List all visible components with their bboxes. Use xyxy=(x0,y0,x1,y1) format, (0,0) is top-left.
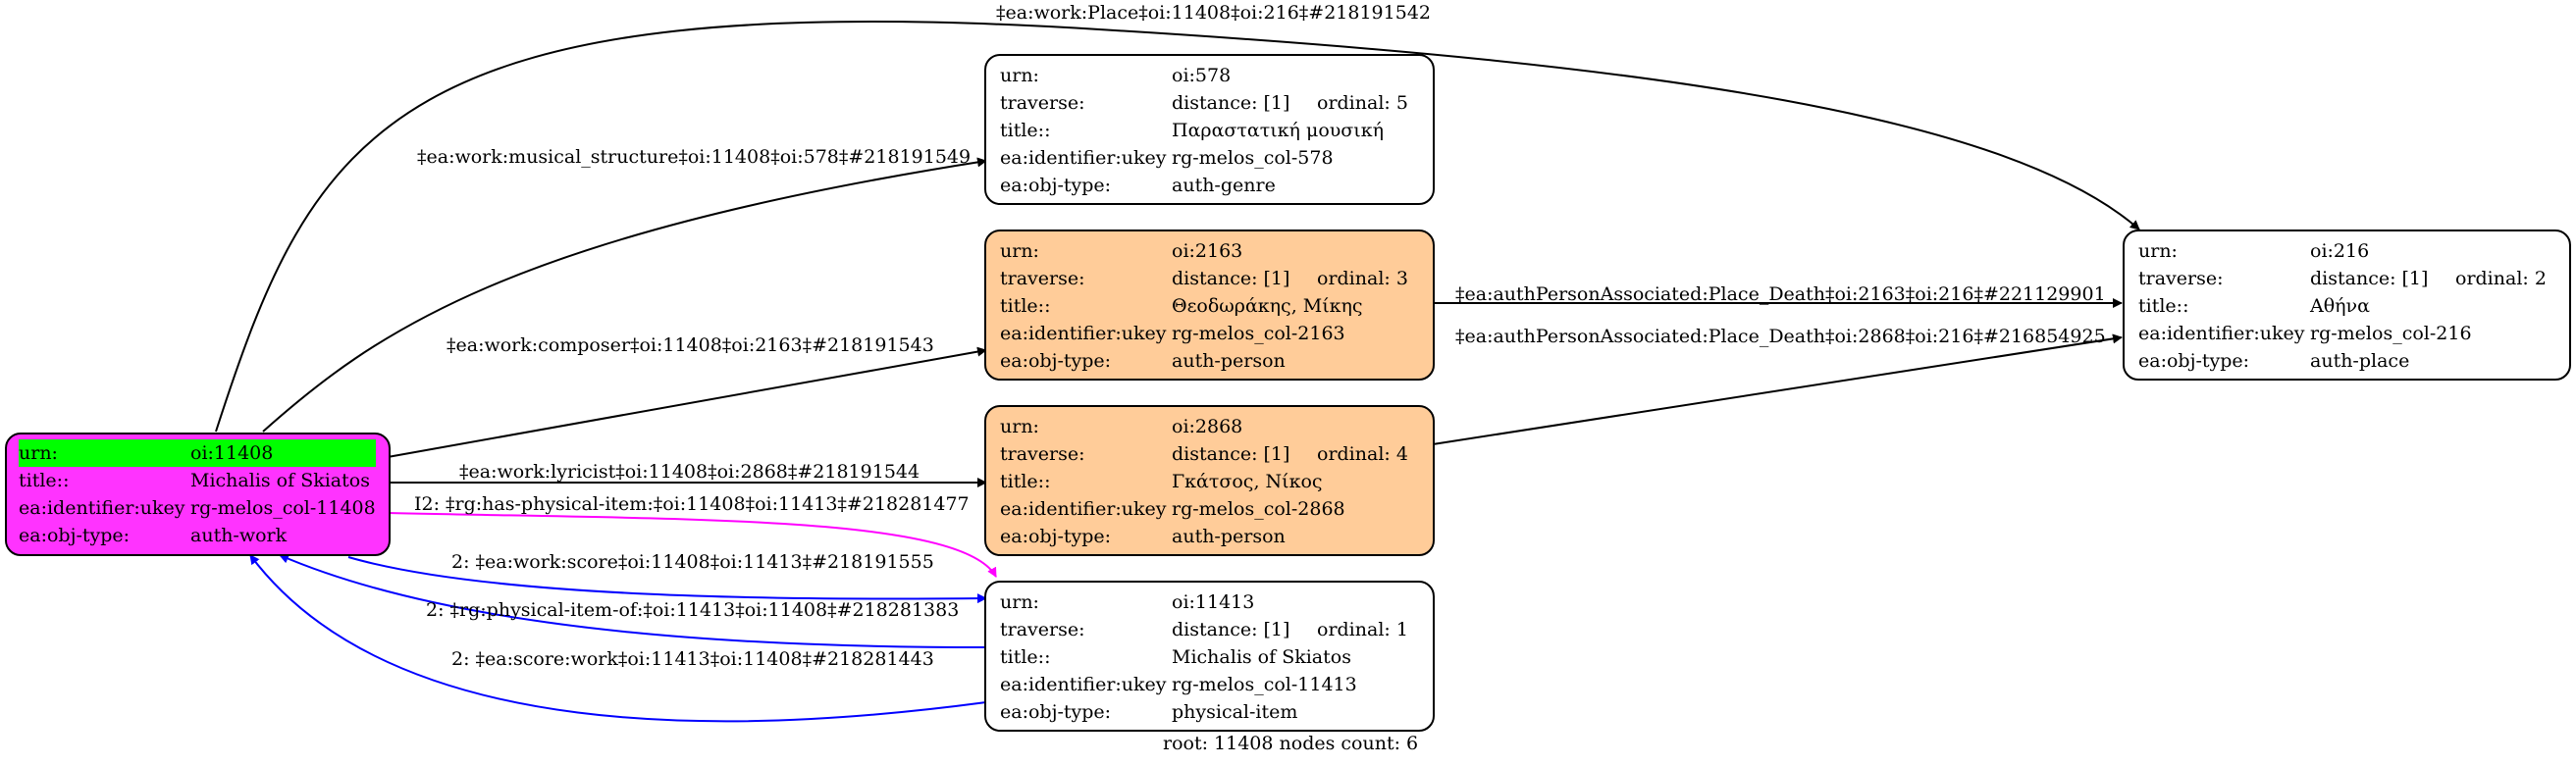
edge-label-score-work: 2: ‡ea:score:work‡oi:11413‡oi:11408‡#218… xyxy=(451,648,934,670)
edge-label-composer: ‡ea:work:composer‡oi:11408‡oi:2163‡#2181… xyxy=(447,334,934,356)
edge-label-place: ‡ea:work:Place‡oi:11408‡oi:216‡#21819154… xyxy=(996,2,1432,24)
field-key: urn: xyxy=(1000,416,1039,437)
distance-value: distance: [1] xyxy=(1172,268,1290,289)
field-value: auth-person xyxy=(1172,526,1286,547)
field-value: Παραστατική μουσική xyxy=(1172,120,1384,141)
field-value: auth-work xyxy=(190,525,288,546)
distance-value: distance: [1] xyxy=(1172,92,1290,114)
node-table: urn: oi:11413 traverse: distance: [1] ordin… xyxy=(1000,588,1408,726)
edge-composer xyxy=(387,346,987,458)
edge-label-place-death-2868: ‡ea:authPersonAssociated:Place_Death‡oi:… xyxy=(1455,326,2106,347)
field-key: title:: xyxy=(1000,295,1051,317)
field-value: rg-melos_col-11413 xyxy=(1172,674,1357,695)
node-table: urn: oi:578 traverse: distance: [1] ordinal… xyxy=(1000,62,1408,199)
edge-label-place-death-2163: ‡ea:authPersonAssociated:Place_Death‡oi:… xyxy=(1455,283,2106,305)
field-value: rg-melos_col-11408 xyxy=(190,497,376,519)
field-value: rg-melos_col-216 xyxy=(2310,323,2472,344)
field-value: oi:11408 xyxy=(190,439,376,467)
node-oi-11408[interactable]: urn:oi:11408 title::Michalis of Skiatos … xyxy=(5,433,391,556)
edge-has-physical-item xyxy=(387,512,997,578)
node-table: urn: oi:2868 traverse: distance: [1] ordina… xyxy=(1000,413,1408,550)
field-key: traverse: xyxy=(1000,268,1085,289)
field-value: Θεοδωράκης, Μίκης xyxy=(1172,295,1363,317)
field-key: traverse: xyxy=(2138,268,2224,289)
field-value: auth-person xyxy=(1172,350,1286,372)
edge-label-score: 2: ‡ea:work:score‡oi:11408‡oi:11413‡#218… xyxy=(451,551,934,573)
field-value: auth-place xyxy=(2310,350,2410,372)
field-key: ea:obj-type: xyxy=(1000,350,1112,372)
field-key: title:: xyxy=(1000,120,1051,141)
ordinal-value: ordinal: 3 xyxy=(1317,268,1408,289)
node-table: urn: oi:216 traverse: distance: [1] ordinal… xyxy=(2138,237,2547,375)
edge-label-lyricist: ‡ea:work:lyricist‡oi:11408‡oi:2868‡#2181… xyxy=(459,461,920,483)
node-oi-216[interactable]: urn: oi:216 traverse: distance: [1] ordinal… xyxy=(2123,230,2571,381)
field-value: Michalis of Skiatos xyxy=(190,470,370,491)
field-value: rg-melos_col-578 xyxy=(1172,147,1334,169)
field-key: title:: xyxy=(2138,295,2189,317)
ordinal-value: ordinal: 1 xyxy=(1317,619,1408,640)
field-key: ea:identifier:ukey xyxy=(19,497,185,519)
node-oi-11413[interactable]: urn: oi:11413 traverse: distance: [1] ordin… xyxy=(984,581,1435,732)
edge-label-has-physical-item: I2: ‡rg:has-physical-item:‡oi:11408‡oi:1… xyxy=(414,493,970,515)
distance-value: distance: [1] xyxy=(2310,268,2429,289)
node-oi-578[interactable]: urn: oi:578 traverse: distance: [1] ordinal… xyxy=(984,54,1435,205)
edge-physical-item-of xyxy=(279,553,987,648)
field-key: urn: xyxy=(1000,65,1039,86)
node-oi-2163[interactable]: urn: oi:2163 traverse: distance: [1] ordina… xyxy=(984,230,1435,381)
field-key: ea:obj-type: xyxy=(1000,701,1112,723)
field-key: ea:obj-type: xyxy=(19,525,131,546)
field-key: ea:identifier:ukey xyxy=(1000,498,1167,520)
field-value: Αθήνα xyxy=(2310,295,2370,317)
field-key: ea:identifier:ukey xyxy=(1000,147,1167,169)
distance-value: distance: [1] xyxy=(1172,443,1290,465)
field-key: traverse: xyxy=(1000,619,1085,640)
field-key: ea:identifier:ukey xyxy=(1000,323,1167,344)
graph-footer: root: 11408 nodes count: 6 xyxy=(1163,733,1419,754)
field-value: oi:11413 xyxy=(1172,591,1255,613)
distance-value: distance: [1] xyxy=(1172,619,1290,640)
edge-label-physical-item-of: 2: ‡rg:physical-item-of:‡oi:11413‡oi:114… xyxy=(426,599,960,621)
ordinal-value: ordinal: 4 xyxy=(1317,443,1408,465)
field-key: traverse: xyxy=(1000,92,1085,114)
field-value: oi:216 xyxy=(2310,240,2370,262)
node-oi-2868[interactable]: urn: oi:2868 traverse: distance: [1] ordina… xyxy=(984,405,1435,556)
edge-place xyxy=(215,20,2140,433)
field-key: urn: xyxy=(2138,240,2178,262)
field-key: traverse: xyxy=(1000,443,1085,465)
ordinal-value: ordinal: 2 xyxy=(2455,268,2547,289)
field-key: title:: xyxy=(1000,471,1051,492)
edge-place-death-2868 xyxy=(1432,333,2123,445)
field-value: oi:2868 xyxy=(1172,416,1243,437)
field-key: ea:obj-type: xyxy=(1000,526,1112,547)
field-value: rg-melos_col-2868 xyxy=(1172,498,1345,520)
field-value: rg-melos_col-2163 xyxy=(1172,323,1345,344)
edge-label-musical-structure: ‡ea:work:musical_structure‡oi:11408‡oi:5… xyxy=(417,146,972,168)
node-table: urn: oi:2163 traverse: distance: [1] ordina… xyxy=(1000,237,1408,375)
field-value: physical-item xyxy=(1172,701,1298,723)
field-value: Michalis of Skiatos xyxy=(1172,646,1351,668)
field-key: title:: xyxy=(19,470,70,491)
field-key: ea:obj-type: xyxy=(2138,350,2250,372)
field-key: ea:identifier:ukey xyxy=(2138,323,2305,344)
edge-score xyxy=(347,556,987,604)
ordinal-value: ordinal: 5 xyxy=(1317,92,1408,114)
edge-score-work xyxy=(249,554,987,723)
node-table: urn:oi:11408 title::Michalis of Skiatos … xyxy=(19,439,376,549)
field-key: title:: xyxy=(1000,646,1051,668)
field-key: urn: xyxy=(1000,591,1039,613)
field-value: auth-genre xyxy=(1172,175,1276,196)
edge-musical-structure xyxy=(262,157,987,433)
field-key: ea:obj-type: xyxy=(1000,175,1112,196)
field-value: Γκάτσος, Νίκος xyxy=(1172,471,1323,492)
field-value: oi:578 xyxy=(1172,65,1232,86)
field-key: ea:identifier:ukey xyxy=(1000,674,1167,695)
field-value: oi:2163 xyxy=(1172,240,1243,262)
field-key: urn: xyxy=(19,439,190,467)
field-key: urn: xyxy=(1000,240,1039,262)
